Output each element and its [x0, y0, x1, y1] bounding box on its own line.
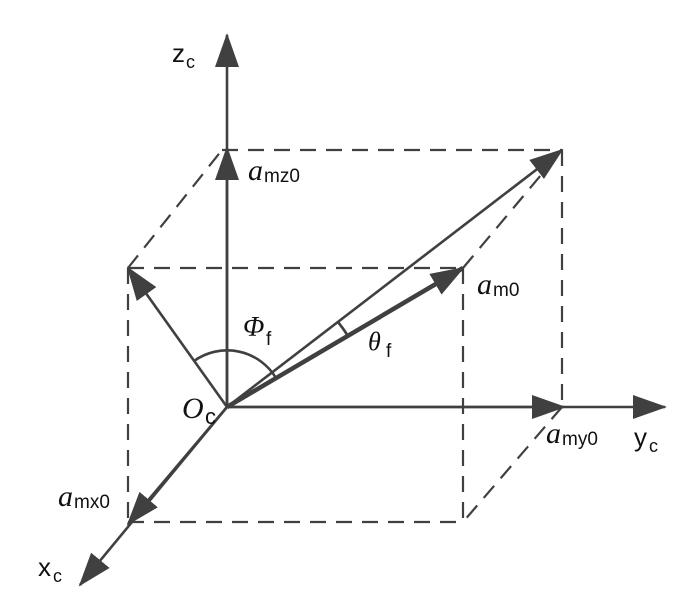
amy0-label: a my0	[546, 417, 598, 450]
svg-text:mx0: mx0	[74, 492, 110, 513]
vector-am0	[225, 266, 465, 409]
svg-text:my0: my0	[562, 429, 598, 450]
theta-label: θ f	[368, 327, 392, 362]
svg-text:a: a	[546, 417, 561, 450]
vector-amx0	[126, 406, 228, 526]
theta-arc	[336, 321, 350, 337]
svg-text:Φ: Φ	[243, 312, 264, 343]
svg-text:a: a	[248, 154, 263, 187]
vector-full	[226, 148, 564, 409]
am0-label: a m0	[477, 268, 519, 301]
vector-xz-projection	[126, 266, 229, 408]
y-axis-label: y c	[634, 422, 658, 456]
phi-arc	[193, 349, 278, 379]
box-edge	[127, 149, 223, 269]
svg-text:m0: m0	[493, 280, 519, 301]
svg-text:x: x	[38, 552, 51, 582]
svg-text:a: a	[58, 480, 73, 513]
svg-text:θ: θ	[368, 327, 381, 356]
amx0-label: a mx0	[58, 480, 110, 513]
svg-text:c: c	[186, 52, 195, 72]
svg-text:c: c	[205, 404, 216, 429]
x-axis-label: x c	[38, 552, 62, 586]
dashed-box	[126, 148, 564, 524]
svg-text:f: f	[266, 329, 272, 350]
svg-text:f: f	[386, 341, 392, 362]
svg-text:y: y	[634, 422, 647, 452]
box-edge	[462, 149, 563, 269]
phi-label: Φ f	[243, 312, 272, 350]
origin-label: O c	[182, 392, 216, 429]
svg-text:a: a	[477, 268, 492, 301]
svg-text:z: z	[172, 38, 185, 68]
svg-text:mz0: mz0	[264, 166, 300, 187]
amz0-label: a mz0	[248, 154, 300, 187]
svg-text:c: c	[53, 566, 62, 586]
svg-text:O: O	[182, 392, 204, 425]
z-axis-label: z c	[172, 38, 195, 72]
svg-text:c: c	[649, 436, 658, 456]
